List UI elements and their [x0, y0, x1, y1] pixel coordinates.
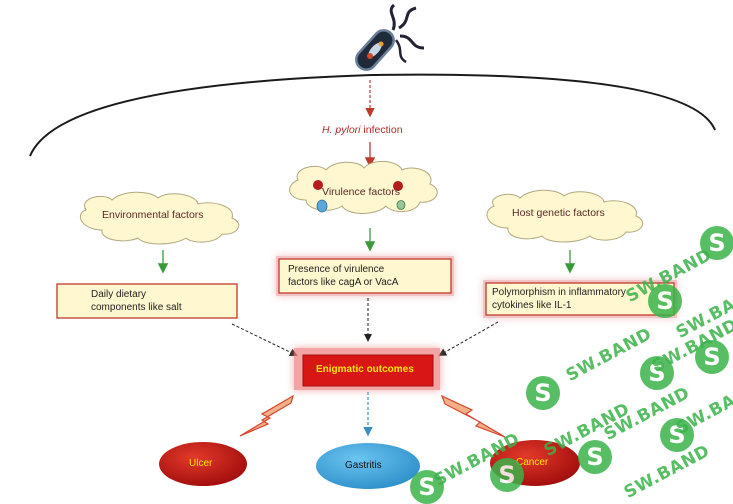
outcome-ulcer-label: Ulcer	[189, 458, 213, 469]
cloud-environmental-label: Environmental factors	[102, 209, 204, 221]
infection-label: H. pylori infection	[322, 124, 403, 136]
box-dietary-text: Daily dietary components like salt	[91, 288, 182, 314]
box-polymorphism-line-1: Polymorphism in inflammatory	[492, 287, 626, 298]
arrow-polymorphism-to-enigmatic	[438, 321, 499, 356]
box-dietary	[56, 283, 238, 319]
watermark-logo-icon	[660, 418, 694, 452]
watermark-logo-icon	[578, 440, 612, 474]
lightning-bolt-left-icon	[239, 394, 294, 437]
cloud-virulence-factors	[289, 161, 438, 214]
cloud-host-label: Host genetic factors	[512, 207, 605, 219]
outcome-gastritis	[316, 443, 420, 489]
arrow-dietary-to-enigmatic	[231, 323, 298, 356]
watermark-logo-icon	[490, 458, 524, 492]
box-enigmatic-label: Enigmatic outcomes	[316, 364, 414, 375]
outcome-cancer-label: Cancer	[516, 457, 549, 468]
box-presence	[278, 258, 452, 294]
outcome-gastritis-label: Gastritis	[345, 460, 382, 471]
watermark-logo-icon	[695, 340, 729, 374]
watermark-logo-icon	[410, 470, 444, 504]
box-polymorphism-text: Polymorphism in inflammatory cytokines l…	[492, 286, 626, 312]
infection-label-italic: H. pylori	[322, 124, 361, 136]
watermark-logo-icon	[700, 226, 733, 260]
box-presence-line-2: factors like cagA or VacA	[288, 277, 399, 288]
cloud-environmental-factors	[80, 191, 240, 245]
lightning-bolt-right-icon	[440, 394, 506, 438]
box-dietary-line-2: components like salt	[91, 302, 182, 313]
watermark-logo-icon	[640, 356, 674, 390]
box-polymorphism	[485, 282, 675, 316]
box-presence-text: Presence of virulence factors like cagA …	[288, 263, 398, 289]
box-presence-line-1: Presence of virulence	[288, 264, 385, 275]
cell-membrane-arc	[29, 73, 716, 157]
outcome-ulcer	[159, 442, 247, 486]
watermark-logo-icon	[648, 284, 682, 318]
box-dietary-line-1: Daily dietary	[91, 289, 147, 300]
cloud-host-genetic-factors	[486, 189, 644, 243]
box-polymorphism-line-2: cytokines like IL-1	[492, 300, 572, 311]
infection-label-rest: infection	[360, 124, 403, 136]
h-pylori-bacterium-icon	[355, 3, 425, 71]
cloud-virulence-label: Virulence factors	[322, 186, 401, 198]
box-enigmatic	[302, 354, 434, 387]
watermark-logo-icon	[526, 376, 560, 410]
